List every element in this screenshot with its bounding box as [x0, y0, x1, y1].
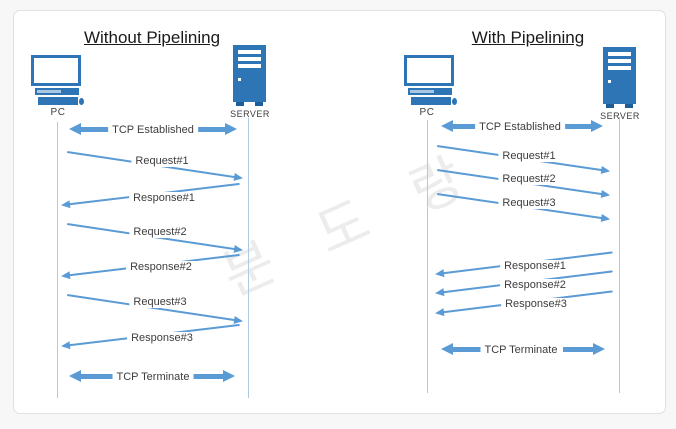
- server-foot: [606, 104, 614, 108]
- server-slot: [608, 59, 631, 63]
- message-label: Response#2: [500, 279, 570, 291]
- server-led: [238, 78, 241, 81]
- tcp-terminate-arrow-right: [193, 370, 235, 382]
- panel-title: Without Pipelining: [83, 28, 221, 47]
- pc-keyboard-stripe: [37, 90, 61, 93]
- tcp-established-arrow-left: [441, 120, 481, 132]
- message-label: Request#2: [498, 173, 560, 185]
- server-icon: [233, 45, 267, 107]
- server-slot: [238, 50, 261, 54]
- tcp-terminate-arrow-left: [69, 370, 113, 382]
- pc-mouse-shape: [79, 98, 84, 105]
- server-foot: [236, 102, 244, 106]
- panel-title: With Pipelining: [471, 28, 585, 47]
- message-label: Request#3: [498, 197, 560, 209]
- pc-keyboard-shape: [408, 88, 452, 95]
- message-label: Response#1: [129, 192, 199, 204]
- server-label: SERVER: [230, 109, 270, 119]
- pc-lifeline: [57, 122, 58, 398]
- server-label: SERVER: [600, 111, 640, 121]
- server-foot: [255, 102, 263, 106]
- pc-label: PC: [419, 107, 435, 118]
- pc-icon: [29, 55, 85, 107]
- tcp-established-arrow-right: [563, 120, 603, 132]
- pc-base-shape: [38, 97, 78, 105]
- tcp-established-arrow-left: [69, 123, 113, 135]
- server-lifeline: [619, 117, 620, 393]
- message-label: TCP Established: [475, 121, 565, 133]
- message-label: Request#1: [498, 150, 560, 162]
- pc-keyboard-stripe: [410, 90, 434, 93]
- server-icon: [603, 47, 637, 109]
- server-slot: [608, 66, 631, 70]
- message-label: Request#3: [129, 296, 191, 308]
- tcp-terminate-arrow-left: [441, 343, 481, 355]
- message-label: Response#2: [126, 261, 196, 273]
- tcp-terminate-arrow-right: [563, 343, 605, 355]
- server-lifeline: [248, 118, 249, 398]
- pc-monitor-shape: [404, 55, 454, 86]
- message-label: TCP Established: [108, 124, 198, 136]
- pc-monitor-shape: [31, 55, 81, 86]
- message-label: Response#1: [500, 260, 570, 272]
- message-label: Request#2: [129, 226, 191, 238]
- message-label: Response#3: [501, 298, 571, 310]
- message-label: TCP Terminate: [480, 344, 562, 356]
- diagram-card: 분도랑 Without Pipelining PC SERVER TCP Est…: [13, 10, 666, 414]
- pc-base-shape: [411, 97, 451, 105]
- message-label: Request#1: [131, 155, 193, 167]
- message-label: Response#3: [127, 332, 197, 344]
- server-body-shape: [603, 47, 636, 104]
- server-body-shape: [233, 45, 266, 102]
- message-label: TCP Terminate: [112, 371, 194, 383]
- server-slot: [238, 64, 261, 68]
- pc-mouse-shape: [452, 98, 457, 105]
- pc-icon: [402, 55, 458, 107]
- server-slot: [238, 57, 261, 61]
- pc-keyboard-shape: [35, 88, 79, 95]
- server-slot: [608, 52, 631, 56]
- server-foot: [625, 104, 633, 108]
- tcp-established-arrow-right: [193, 123, 237, 135]
- server-led: [608, 80, 611, 83]
- watermark-text: 분도랑: [213, 125, 520, 308]
- pc-lifeline: [427, 120, 428, 393]
- pc-label: PC: [50, 107, 66, 118]
